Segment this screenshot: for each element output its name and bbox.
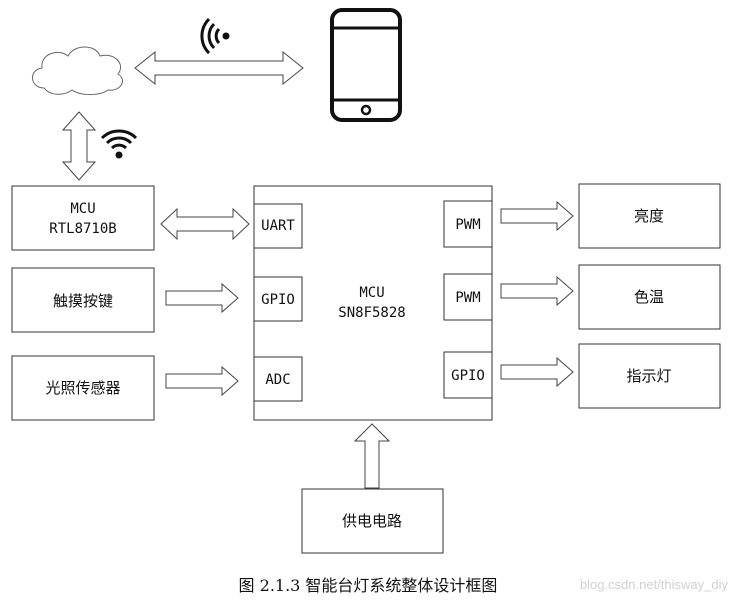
pwm2-port-box: PWM	[443, 273, 493, 321]
gpio-output-port-box: GPIO	[443, 351, 493, 399]
touch-keys-box: 触摸按键	[11, 267, 155, 333]
mcu-main-label-2: SN8F5828	[338, 305, 405, 321]
brightness-label: 亮度	[634, 207, 664, 225]
mcu-wifi-module-box: MCU RTL8710B	[11, 185, 155, 251]
pwm1-port-box: PWM	[443, 200, 493, 248]
pwm2-port-label: PWM	[455, 290, 480, 306]
uart-port-label: UART	[261, 218, 295, 234]
mcu-wifi-label-2: RTL8710B	[49, 221, 116, 237]
power-supply-label: 供电电路	[342, 512, 402, 530]
cloud-mcu-link-arrow	[61, 111, 97, 181]
pwm1-to-brightness-arrow	[500, 200, 574, 232]
power-to-mcu-arrow	[353, 423, 391, 489]
uart-link-arrow	[160, 207, 250, 241]
mcu-main-label-1: MCU	[359, 285, 384, 301]
touch-keys-label: 触摸按键	[53, 292, 113, 310]
color-temp-box: 色温	[578, 264, 721, 330]
light-sensor-label: 光照传感器	[45, 379, 120, 397]
indicator-label: 指示灯	[626, 367, 671, 385]
wifi-icon	[200, 17, 230, 55]
adc-port-label: ADC	[265, 372, 290, 388]
wifi-icon	[100, 129, 138, 159]
pwm1-port-label: PWM	[455, 217, 480, 233]
figure-caption: 图 2.1.3 智能台灯系统整体设计框图	[238, 576, 498, 595]
watermark: blog.csdn.net/thisway_diy	[579, 577, 728, 592]
uart-port-box: UART	[253, 203, 303, 249]
gpio-input-port-box: GPIO	[253, 276, 303, 322]
mcu-wifi-label-1: MCU	[70, 201, 95, 217]
gpio-input-port-label: GPIO	[261, 292, 295, 308]
color-temp-label: 色温	[634, 288, 664, 306]
sensor-to-adc-arrow	[165, 365, 239, 397]
adc-port-box: ADC	[253, 356, 303, 402]
light-sensor-box: 光照传感器	[11, 355, 155, 421]
smartphone-icon	[330, 8, 402, 122]
pwm2-to-color-temp-arrow	[500, 275, 574, 307]
gpio-output-port-label: GPIO	[451, 368, 485, 384]
brightness-box: 亮度	[578, 183, 721, 249]
indicator-box: 指示灯	[578, 343, 721, 409]
power-supply-box: 供电电路	[301, 488, 444, 554]
cloud-icon	[32, 46, 123, 95]
cloud-phone-link-arrow	[134, 50, 304, 86]
touch-to-gpio-arrow	[165, 282, 239, 314]
gpio-to-indicator-arrow	[500, 356, 574, 388]
